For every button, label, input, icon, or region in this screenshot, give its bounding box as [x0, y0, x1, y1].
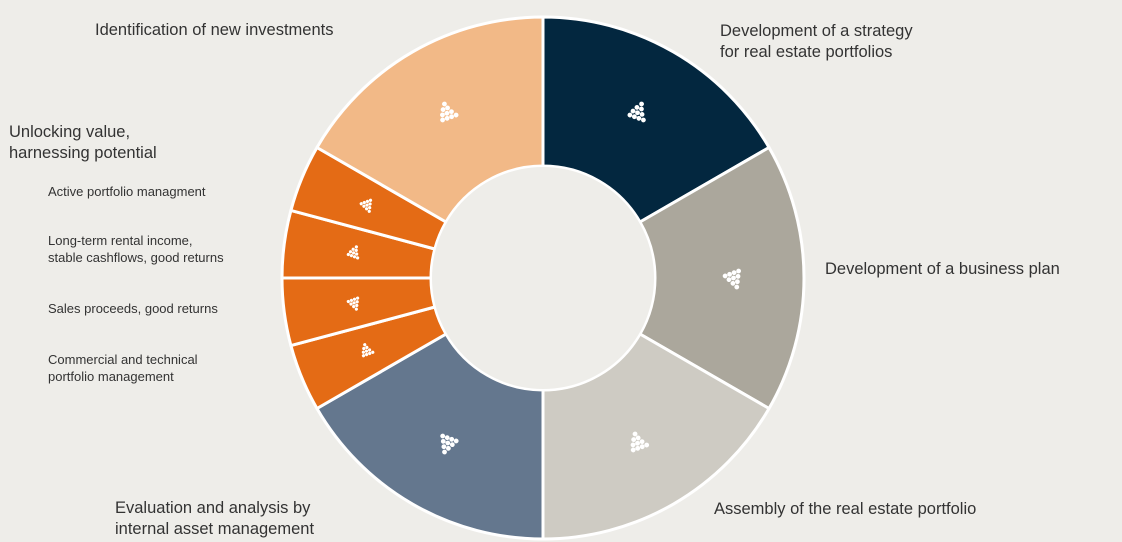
label-identification: Identification of new investments [95, 21, 334, 39]
label-strategy: Development of a strategy for real estat… [720, 22, 913, 61]
dots-icon [630, 431, 650, 453]
dots-icon [440, 433, 459, 455]
segment-evaluation [315, 332, 545, 541]
center-hole [432, 167, 654, 389]
label-commercial: Commercial and technical portfolio manag… [48, 352, 198, 384]
dots-icon [361, 343, 375, 358]
segment-assembly [541, 332, 771, 541]
dots-icon [627, 101, 646, 123]
dots-icon [359, 198, 373, 213]
segment-strategy [541, 15, 771, 224]
segment-identification [315, 15, 545, 224]
segment-business-plan [638, 146, 806, 410]
label-sales: Sales proceeds, good returns [48, 301, 218, 316]
dots-icon [722, 268, 742, 290]
dots-icon [440, 101, 459, 123]
label-assembly: Assembly of the real estate portfolio [714, 500, 977, 518]
label-rental: Long-term rental income, stable cashflow… [48, 233, 224, 265]
label-business-plan: Development of a business plan [825, 260, 1060, 278]
label-active: Active portfolio managment [48, 184, 206, 199]
label-evaluation: Evaluation and analysis by internal asse… [115, 499, 315, 538]
dots-icon [346, 245, 360, 260]
label-unlocking-value: Unlocking value, harnessing potential [9, 123, 157, 162]
dots-icon [346, 296, 360, 311]
